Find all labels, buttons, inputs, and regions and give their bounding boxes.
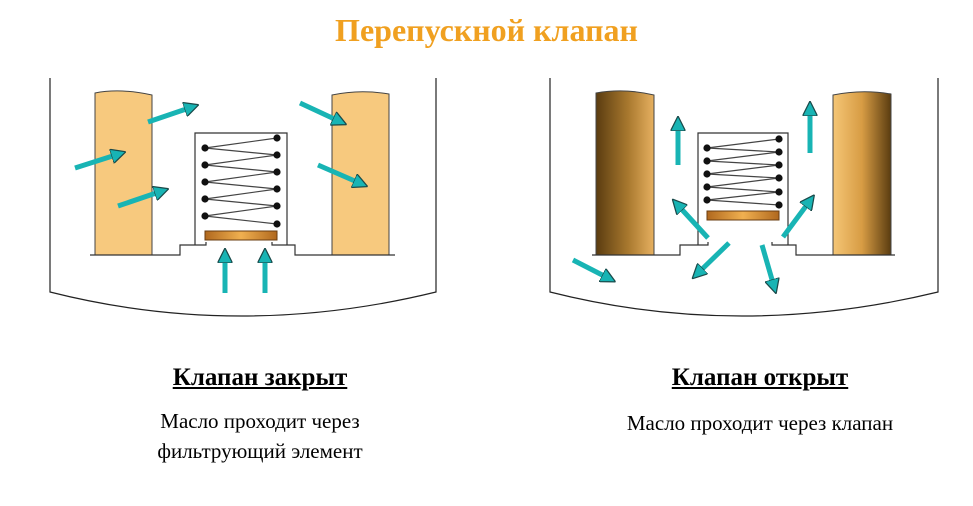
filter-element-right bbox=[331, 91, 390, 256]
flow-arrows-closed bbox=[74, 100, 364, 293]
spring-cage bbox=[194, 132, 288, 245]
flow-arrow bbox=[780, 198, 812, 239]
base-line bbox=[592, 242, 895, 256]
filter-element-right bbox=[832, 91, 892, 256]
page-title: Перепускной клапан bbox=[335, 12, 638, 48]
closed-valve-panel bbox=[49, 78, 437, 317]
filter-housing bbox=[49, 78, 437, 317]
base-line bbox=[90, 242, 395, 256]
panel-description-line: фильтрующий элемент bbox=[157, 439, 363, 463]
filter-element-left bbox=[94, 90, 153, 256]
spring-cage bbox=[697, 132, 789, 245]
valve-plate-closed bbox=[204, 230, 278, 241]
panel-description-line: Масло проходит через клапан bbox=[626, 411, 894, 435]
panel-description-line: Масло проходит через bbox=[160, 409, 360, 433]
filter-housing bbox=[549, 78, 939, 317]
flow-arrow bbox=[317, 162, 364, 185]
spring bbox=[706, 138, 780, 206]
flow-arrow bbox=[759, 244, 775, 290]
flow-arrow bbox=[117, 190, 165, 209]
valve-plate-open bbox=[706, 210, 780, 221]
caption-open: Клапан открыт Масло проходит через клапа… bbox=[560, 364, 960, 438]
spring-wire-dots bbox=[201, 134, 281, 228]
flow-arrow bbox=[298, 100, 343, 123]
spring-wire-dots bbox=[703, 135, 783, 209]
flow-arrow bbox=[675, 202, 710, 240]
flow-arrow bbox=[74, 153, 122, 171]
flow-arrow bbox=[695, 241, 731, 276]
flow-arrow bbox=[571, 257, 612, 280]
filter-element-left bbox=[595, 90, 655, 256]
open-valve-panel bbox=[549, 78, 939, 317]
spring bbox=[204, 137, 278, 225]
caption-closed: Клапан закрыт Масло проходит через фильт… bbox=[60, 364, 460, 466]
flow-arrows-open bbox=[571, 105, 812, 290]
panel-heading-open: Клапан открыт bbox=[671, 364, 849, 391]
flow-arrow bbox=[147, 106, 195, 125]
panel-heading-closed: Клапан закрыт bbox=[172, 364, 348, 391]
